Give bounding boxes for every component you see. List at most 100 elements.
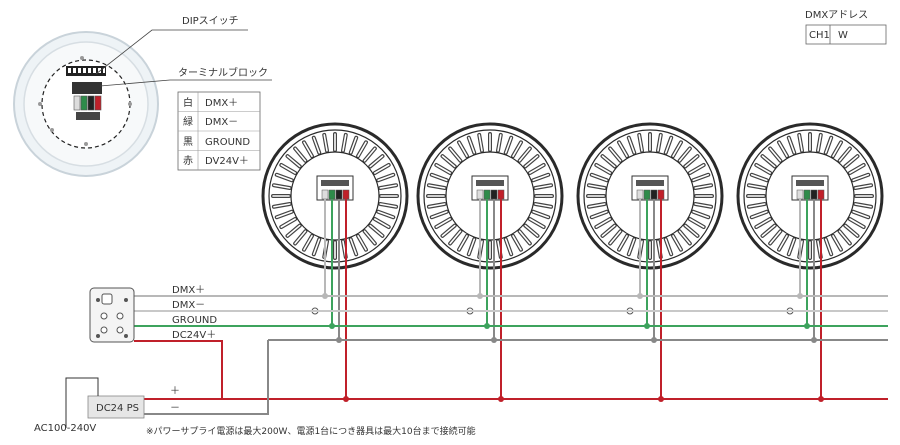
fixtures-group [261, 122, 884, 402]
fixture-fin-slot [369, 224, 384, 237]
fixture-3 [576, 122, 724, 402]
fixture-fin-slot [787, 136, 796, 154]
fixture-dip-icon [636, 180, 664, 186]
fixture-fin-slot [374, 164, 390, 174]
fixture-fin-slot [627, 136, 636, 154]
fixture-fin-slot [518, 147, 531, 162]
product-closeup: DIPスイッチ ターミナルブロック [13, 15, 272, 177]
fixture-fin-slot [748, 184, 766, 189]
fixture-terminal-icon [657, 189, 665, 200]
fixture-fin-slot [430, 173, 448, 182]
fixture-fin-slot [678, 147, 691, 162]
fixture-fin-slot [838, 147, 851, 162]
fixture-fin-slot [838, 230, 851, 245]
fixture-fin-slot [349, 238, 358, 256]
fixture-fin-slot [601, 155, 616, 168]
fixture-fin-slot [458, 141, 468, 157]
fixture-fin-slot [832, 235, 842, 251]
fixture-terminal-icon [803, 189, 811, 200]
fixture-fin-slot [832, 141, 842, 157]
fixture-fin-slot [664, 238, 673, 256]
fixture-fin-slot [441, 224, 456, 237]
fixture-fin-slot [590, 173, 608, 182]
fixture-fin-slot [529, 164, 545, 174]
ps-plus-label: ＋ [170, 386, 180, 397]
dip-switch-label: DIPスイッチ [182, 15, 239, 27]
fixture-fin-slot [374, 218, 390, 228]
fixture-fin-slot [684, 224, 699, 237]
dmx-address-channel: CH1 [809, 30, 830, 41]
ac-input-label: AC100-240V [34, 423, 96, 434]
fixture-terminal-icon [328, 189, 336, 200]
fixture-fin-slot [518, 230, 531, 245]
fixture-fin-slot [363, 230, 376, 245]
fixture-fin-slot [755, 218, 771, 228]
legend-signal-dv24v-plus: DV24V＋ [205, 156, 249, 167]
fixture-fin-slot [694, 203, 712, 208]
fixture-fin-slot [761, 224, 776, 237]
fixture-fin-slot [379, 184, 397, 189]
fixture-fin-slot [286, 224, 301, 237]
fixture-dip-icon [796, 180, 824, 186]
fixture-fin-slot [601, 224, 616, 237]
fixture-fin-slot [769, 230, 782, 245]
fixture-fin-slot [428, 184, 446, 189]
fixture-fin-slot [428, 203, 446, 208]
fixture-fin-slot [824, 238, 833, 256]
fixture-fin-slot [435, 164, 451, 174]
legend-signal-dmx-plus: DMX＋ [205, 98, 238, 109]
fixture-fin-slot [778, 141, 788, 157]
fixture-fin-slot [852, 210, 870, 219]
legend-color-green: 緑 [183, 115, 193, 128]
fixture-terminal-icon [636, 189, 644, 200]
bus-power-minus [144, 340, 269, 415]
fixture-fin-slot [529, 218, 545, 228]
fixture-fin-slot [618, 141, 628, 157]
fixture-fin-slot [275, 210, 293, 219]
fixture-terminal-icon [650, 189, 658, 200]
bus-lines [134, 295, 888, 415]
fixture-fin-slot [678, 230, 691, 245]
fixture-fin-slot [435, 218, 451, 228]
fixture-fin-slot [467, 136, 476, 154]
fixture-fin-slot [497, 134, 502, 152]
fixture-terminal-icon [490, 189, 498, 200]
fixture-fin-slot [618, 235, 628, 251]
fixture-fin-slot [684, 155, 699, 168]
fixture-fin-slot [512, 141, 522, 157]
fixture-fin-slot [349, 136, 358, 154]
fixture-fin-slot [524, 224, 539, 237]
fixture-1 [261, 122, 409, 402]
fixture-terminal-icon [643, 189, 651, 200]
fixture-fin-slot [275, 173, 293, 182]
fixture-fin-slot [609, 147, 622, 162]
fixture-fin-slot [692, 173, 710, 182]
fixture-terminal-icon [817, 189, 825, 200]
fixture-fin-slot [849, 218, 865, 228]
fixture-fin-slot [280, 218, 296, 228]
fixture-terminal-icon [796, 189, 804, 200]
power-supply-label: DC24 PS [96, 403, 139, 414]
fixture-fin-slot [692, 210, 710, 219]
bus-label-dc24v-plus: DC24V＋ [172, 330, 216, 341]
fixture-fin-slot [798, 134, 803, 152]
fixture-fin-slot [369, 155, 384, 168]
fixture-fin-slot [672, 141, 682, 157]
fixture-fin-slot [467, 238, 476, 256]
terminal-legend-table: 白 DMX＋ 緑 DMX－ 黒 GROUND 赤 DV24V＋ [177, 91, 261, 171]
fixture-terminal-icon [321, 189, 329, 200]
fixture-fin-slot [377, 210, 395, 219]
legend-color-white: 白 [183, 96, 193, 109]
fixture-dip-icon [476, 180, 504, 186]
fixture-fin-slot [638, 134, 643, 152]
fixture-dip-icon [321, 180, 349, 186]
bus-label-ground: GROUND [172, 315, 217, 326]
fixture-fin-slot [449, 230, 462, 245]
fixture-fin-slot [849, 164, 865, 174]
fixture-fin-slot [590, 210, 608, 219]
fixture-fin-slot [769, 147, 782, 162]
fixture-fin-slot [323, 134, 328, 152]
bus-label-dmx-minus: DMX－ [172, 300, 205, 311]
fixture-fin-slot [817, 134, 822, 152]
